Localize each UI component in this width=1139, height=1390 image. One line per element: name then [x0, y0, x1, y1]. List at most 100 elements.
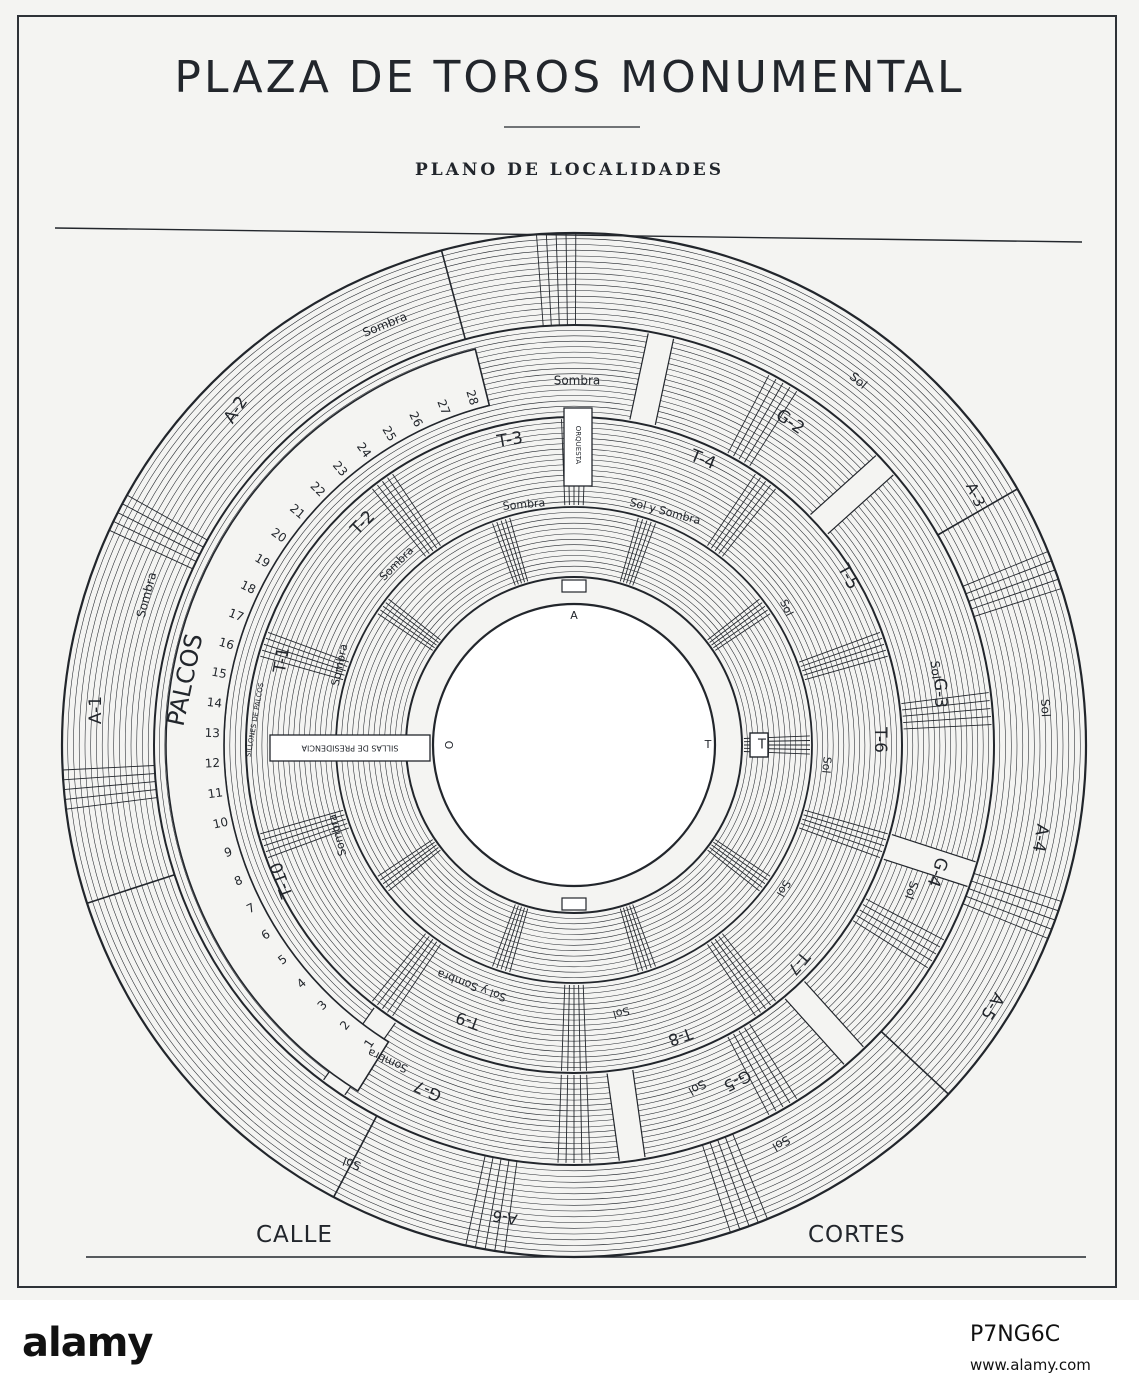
tendido-stair: [260, 809, 344, 835]
barrera-stair: [492, 523, 516, 586]
plate-frame: [17, 15, 1117, 1288]
barrera-stair: [382, 605, 437, 646]
barrera-stair: [715, 613, 771, 651]
section-t-10: T-10: [266, 859, 298, 901]
barrera-stair: [622, 907, 644, 971]
andanada-stair: [504, 1161, 518, 1253]
andanada-stair: [64, 789, 157, 800]
barrera-stair: [626, 906, 648, 970]
ring-mark-a: A: [570, 609, 578, 622]
palco-number: 28: [463, 388, 481, 407]
grada-vomitorio: [810, 455, 894, 534]
grada-stair: [744, 386, 791, 463]
label-sol-y-sombra: Sol y Sombra: [435, 967, 508, 1004]
andanada-seat-row: [101, 272, 1047, 1218]
tendido-stair: [803, 649, 887, 676]
barrera-stair: [500, 906, 522, 970]
tendido-stair: [802, 643, 885, 672]
grada-vomitorio: [883, 834, 976, 887]
tendido-stair: [803, 814, 887, 841]
tendido-stair: [263, 818, 346, 847]
tendido-stair: [567, 984, 570, 1071]
tendido-stair: [804, 655, 888, 681]
tendido-stair: [267, 631, 349, 663]
andanada-stair: [962, 903, 1049, 939]
label-sombra: Sombra: [502, 496, 546, 513]
andanada-stair: [474, 1157, 494, 1248]
street-label-cortes: CORTES: [808, 1222, 906, 1248]
grada-stair: [852, 920, 928, 969]
tendido-stair: [722, 933, 776, 1002]
grada-vomitorio-edge: [629, 333, 649, 420]
andanada-seat-row: [124, 295, 1024, 1195]
andanada-stair: [465, 1155, 486, 1246]
section-g-3: G-3: [929, 678, 950, 709]
barrera-stair: [707, 849, 760, 892]
barrera-stair: [377, 613, 433, 651]
andanada-stair: [962, 551, 1049, 587]
barrera-stair: [377, 839, 433, 877]
section-t-6: T-6: [870, 726, 890, 753]
andanada-seat-row: [73, 244, 1075, 1246]
barrera-stair: [380, 841, 435, 881]
label-sol: Sol: [902, 879, 921, 901]
label-sombra: Sombra: [377, 544, 416, 583]
barrera-stair: [380, 609, 435, 649]
grada-stair: [902, 708, 991, 717]
grada-stair: [586, 1074, 591, 1163]
presidencia-block: [269, 734, 431, 762]
barrera-stair: [496, 905, 519, 969]
tendido-stair: [710, 477, 761, 549]
grada-stair: [865, 898, 945, 941]
grada-vomitorio-edge: [827, 474, 894, 535]
grada-stair: [862, 904, 941, 948]
barrera-stair: [629, 521, 652, 585]
tendido-stair: [804, 809, 888, 835]
barrera-stair: [707, 598, 760, 641]
door-t-label: T: [757, 738, 766, 753]
label-sol: Sol: [777, 597, 796, 618]
label-presidencia: SILLAS DE PRESIDENCIA: [301, 744, 398, 753]
label-sombra: Sombra: [361, 309, 409, 339]
andanada-seat-row: [84, 255, 1064, 1235]
palco-number: 16: [217, 635, 236, 653]
andanada-stair: [63, 781, 156, 791]
label-sol-y-sombra: Sol y Sombra: [628, 496, 702, 527]
grada-stair: [727, 1036, 770, 1116]
tendido-stair: [800, 637, 883, 667]
barrera-stair: [500, 520, 522, 584]
tendido-stair: [799, 631, 881, 663]
tendido-stair: [387, 941, 438, 1013]
grada-stair: [859, 909, 937, 955]
orquesta-block: [563, 407, 593, 487]
section-t-5: T-5: [833, 560, 863, 593]
palco-number: 25: [379, 424, 399, 444]
tendido-stair: [260, 655, 344, 681]
andanada-stair: [62, 765, 155, 771]
andanada-stair: [555, 233, 560, 326]
section-a-4: A-4: [1028, 822, 1053, 853]
door-t-box: [749, 732, 769, 758]
palco-number: 14: [206, 695, 223, 711]
tendido-stair: [372, 488, 426, 557]
grada-stair: [901, 692, 989, 705]
tendido-stair: [392, 944, 441, 1017]
grada-stair: [727, 374, 770, 454]
barrera-stair: [492, 904, 516, 967]
andanada-stair: [971, 880, 1059, 912]
section-t-1: T-1: [270, 646, 294, 676]
barrera-stair: [385, 602, 439, 643]
andanada-stair: [117, 512, 201, 555]
section-a-6: A-6: [491, 1206, 519, 1228]
grada-vomitorio-edge: [606, 1073, 620, 1161]
section-a-2: A-2: [220, 393, 252, 428]
tendido-stair: [265, 823, 348, 853]
andanada-stair: [536, 234, 544, 327]
tendido-stair: [799, 827, 881, 859]
barrera-stair: [632, 523, 656, 586]
label-sombra: Sombra: [554, 374, 601, 388]
andanada-seat-row: [142, 313, 1006, 1177]
section-g-5: G-5: [721, 1066, 755, 1096]
palco-number: 26: [406, 409, 425, 429]
watermark-bar: [0, 1300, 1139, 1390]
